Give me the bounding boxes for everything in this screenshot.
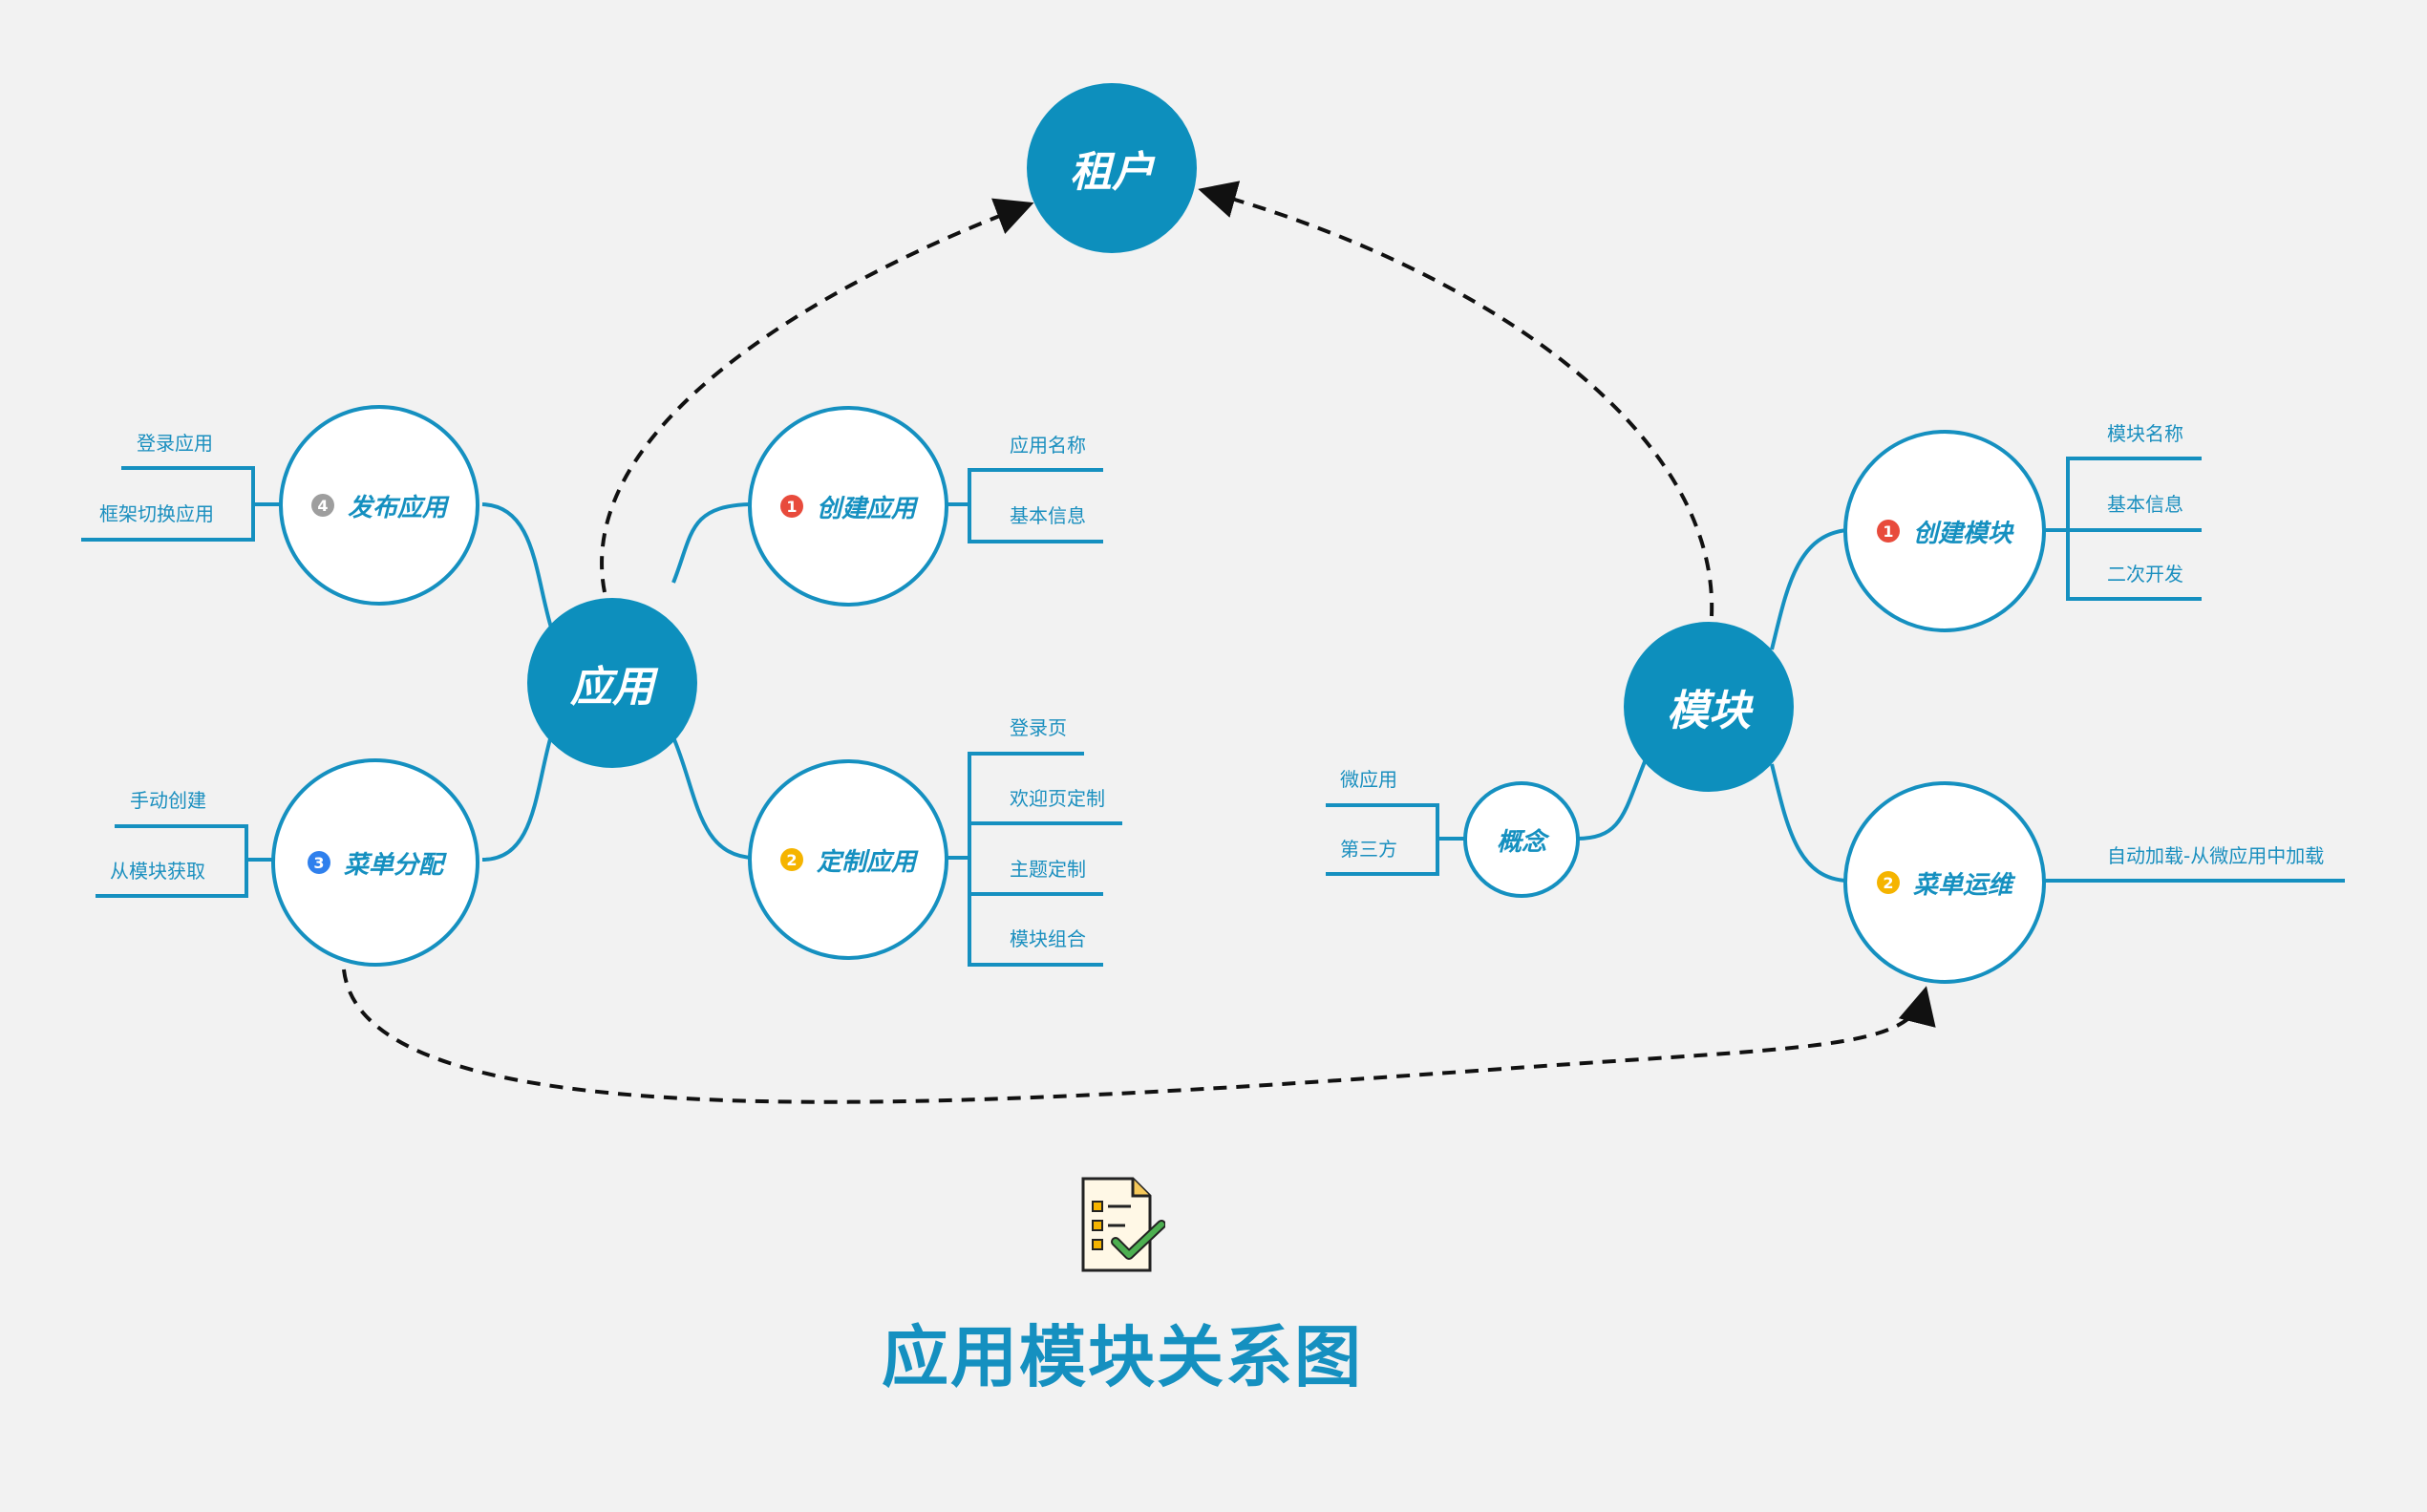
hub-module-label: 模块 (1667, 687, 1751, 735)
leaf-micro-app: 微应用 (1340, 768, 1397, 791)
node-menu-allocation-label: 菜单分配 (343, 850, 443, 880)
branch-app-customize (671, 736, 754, 860)
leaf-secondary-dev: 二次开发 (2107, 563, 2183, 586)
leaf-login-app: 登录应用 (137, 432, 213, 455)
node-concept: 概念 (1463, 781, 1580, 898)
leaf-auto-load: 自动加载-从微应用中加载 (2107, 844, 2325, 867)
node-menu-allocation: 3 菜单分配 (271, 758, 479, 967)
bracket-mod-concept (1326, 803, 1466, 876)
hub-application-label: 应用 (570, 663, 654, 712)
node-publish-application-label: 发布应用 (347, 493, 447, 522)
hub-module: 模块 (1624, 622, 1794, 792)
leaf-from-module: 从模块获取 (110, 860, 205, 883)
bracket-app-menu (96, 824, 274, 898)
leaf-module-name: 模块名称 (2107, 422, 2183, 445)
page-title: 应用模块关系图 (882, 1318, 1363, 1396)
branch-app-menu (481, 735, 553, 862)
leaf-app-basic-info: 基本信息 (1010, 504, 1086, 527)
leaf-frame-switch: 框架切换应用 (99, 502, 214, 525)
node-publish-application: 4 发布应用 (279, 405, 479, 606)
bracket-app-create (946, 468, 1103, 543)
badge-2: 2 (1876, 871, 1900, 894)
bracket-mod-create (2044, 457, 2202, 601)
badge-3: 3 (307, 851, 330, 874)
branch-app-create (671, 502, 751, 584)
arrow-menu-to-menu-ops (342, 969, 1936, 1104)
arrow-module-to-tenant (1198, 181, 1714, 617)
bracket-app-publish (81, 466, 282, 542)
branch-app-publish (481, 502, 553, 628)
node-customize-application-label: 定制应用 (816, 847, 916, 877)
hub-tenant: 租户 (1027, 83, 1197, 253)
leaf-module-combo: 模块组合 (1010, 927, 1086, 950)
node-menu-ops-label: 菜单运维 (1912, 870, 2012, 900)
hub-application: 应用 (527, 598, 697, 768)
badge-1: 1 (1876, 520, 1900, 543)
badge-4: 4 (310, 494, 334, 517)
branch-mod-create (1770, 528, 1848, 650)
node-concept-label: 概念 (1496, 827, 1546, 857)
node-menu-ops: 2 菜单运维 (1843, 781, 2046, 984)
node-create-application: 1 创建应用 (748, 406, 948, 607)
branch-mod-concept (1575, 754, 1650, 841)
arrow-application-to-tenant (600, 198, 1034, 593)
badge-2: 2 (779, 848, 803, 871)
bracket-app-customize (946, 752, 1122, 967)
leaf-third-party: 第三方 (1340, 838, 1397, 861)
checklist-document-icon (1081, 1177, 1165, 1272)
leaf-login-page: 登录页 (1010, 716, 1067, 739)
badge-1: 1 (779, 495, 803, 518)
node-create-module: 1 创建模块 (1843, 430, 2046, 632)
node-create-module-label: 创建模块 (1912, 519, 2012, 548)
leaf-theme: 主题定制 (1010, 858, 1086, 881)
hub-tenant-label: 租户 (1070, 148, 1154, 197)
node-customize-application: 2 定制应用 (748, 759, 948, 960)
leaf-module-basic-info: 基本信息 (2107, 493, 2183, 516)
leaf-welcome-page: 欢迎页定制 (1010, 787, 1105, 810)
node-create-application-label: 创建应用 (816, 494, 916, 523)
branch-mod-menu-ops (1770, 763, 1848, 883)
leaf-manual-create: 手动创建 (130, 789, 206, 812)
leaf-app-name: 应用名称 (1010, 434, 1086, 457)
